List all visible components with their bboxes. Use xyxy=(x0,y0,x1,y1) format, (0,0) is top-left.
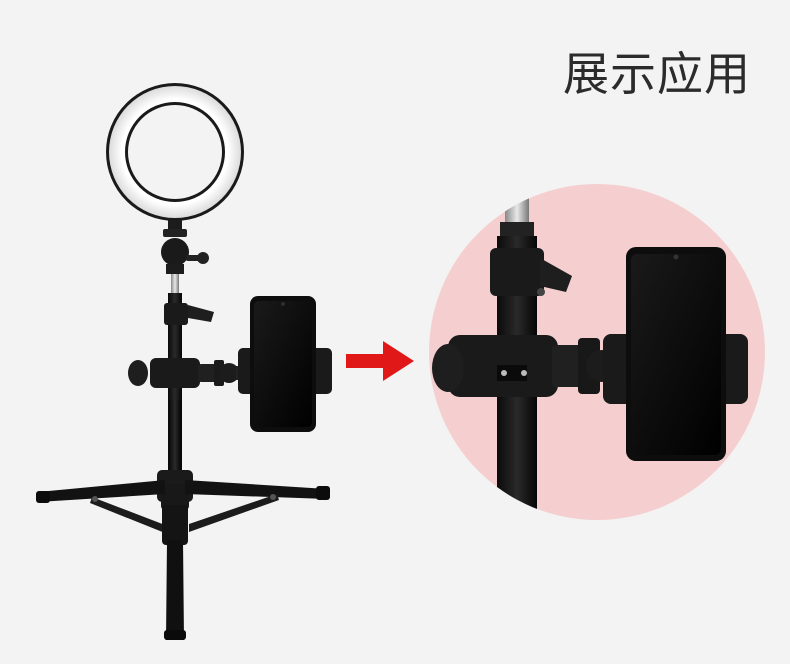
lock-collar xyxy=(164,303,214,325)
zoom-detail-image xyxy=(429,184,765,520)
tripod-legs xyxy=(36,470,330,640)
mount-screw xyxy=(171,274,179,294)
super-clamp xyxy=(128,358,250,388)
ball-head xyxy=(161,229,209,274)
page-title: 展示应用 xyxy=(563,47,751,101)
tripod-stand-image xyxy=(36,83,332,640)
ring-light xyxy=(106,83,244,230)
phone-holder xyxy=(238,296,332,432)
arrow-right-icon xyxy=(346,341,414,381)
